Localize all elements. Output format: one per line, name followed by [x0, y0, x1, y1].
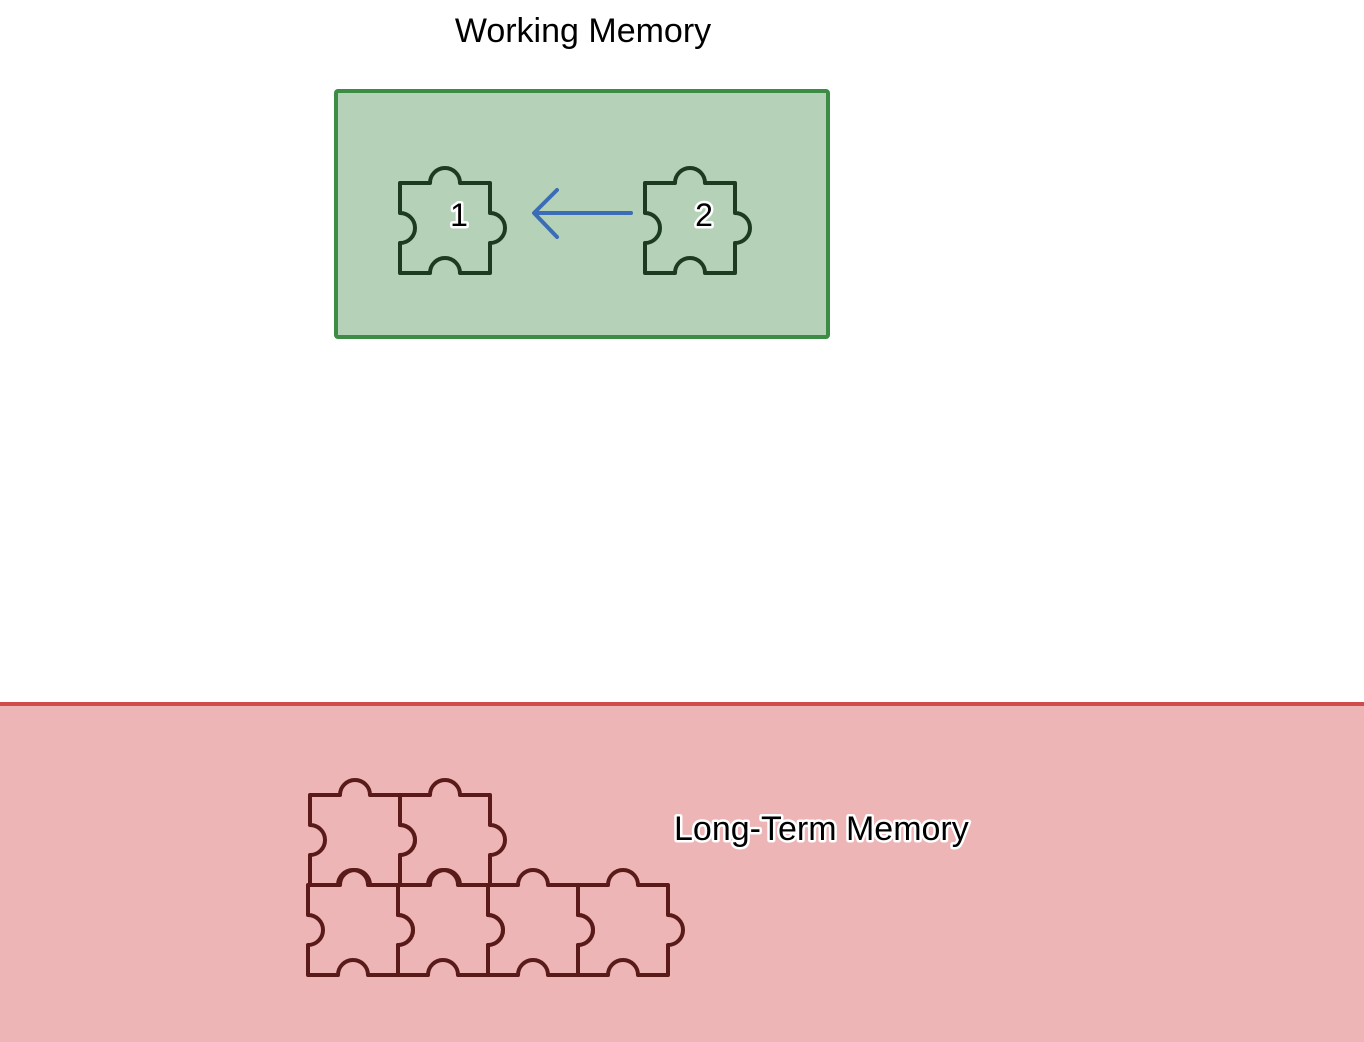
- working-memory-title: Working Memory: [455, 12, 711, 50]
- long-term-memory-title: Long-Term Memory: [674, 810, 969, 848]
- arrow-left-icon: [532, 188, 633, 239]
- piece-label-1: 1: [450, 197, 468, 233]
- puzzle-piece-1: 1: [398, 166, 507, 275]
- piece-label-2: 2: [695, 197, 713, 233]
- long-term-memory-region: [0, 704, 1364, 1042]
- puzzle-piece-2: 2: [643, 166, 752, 275]
